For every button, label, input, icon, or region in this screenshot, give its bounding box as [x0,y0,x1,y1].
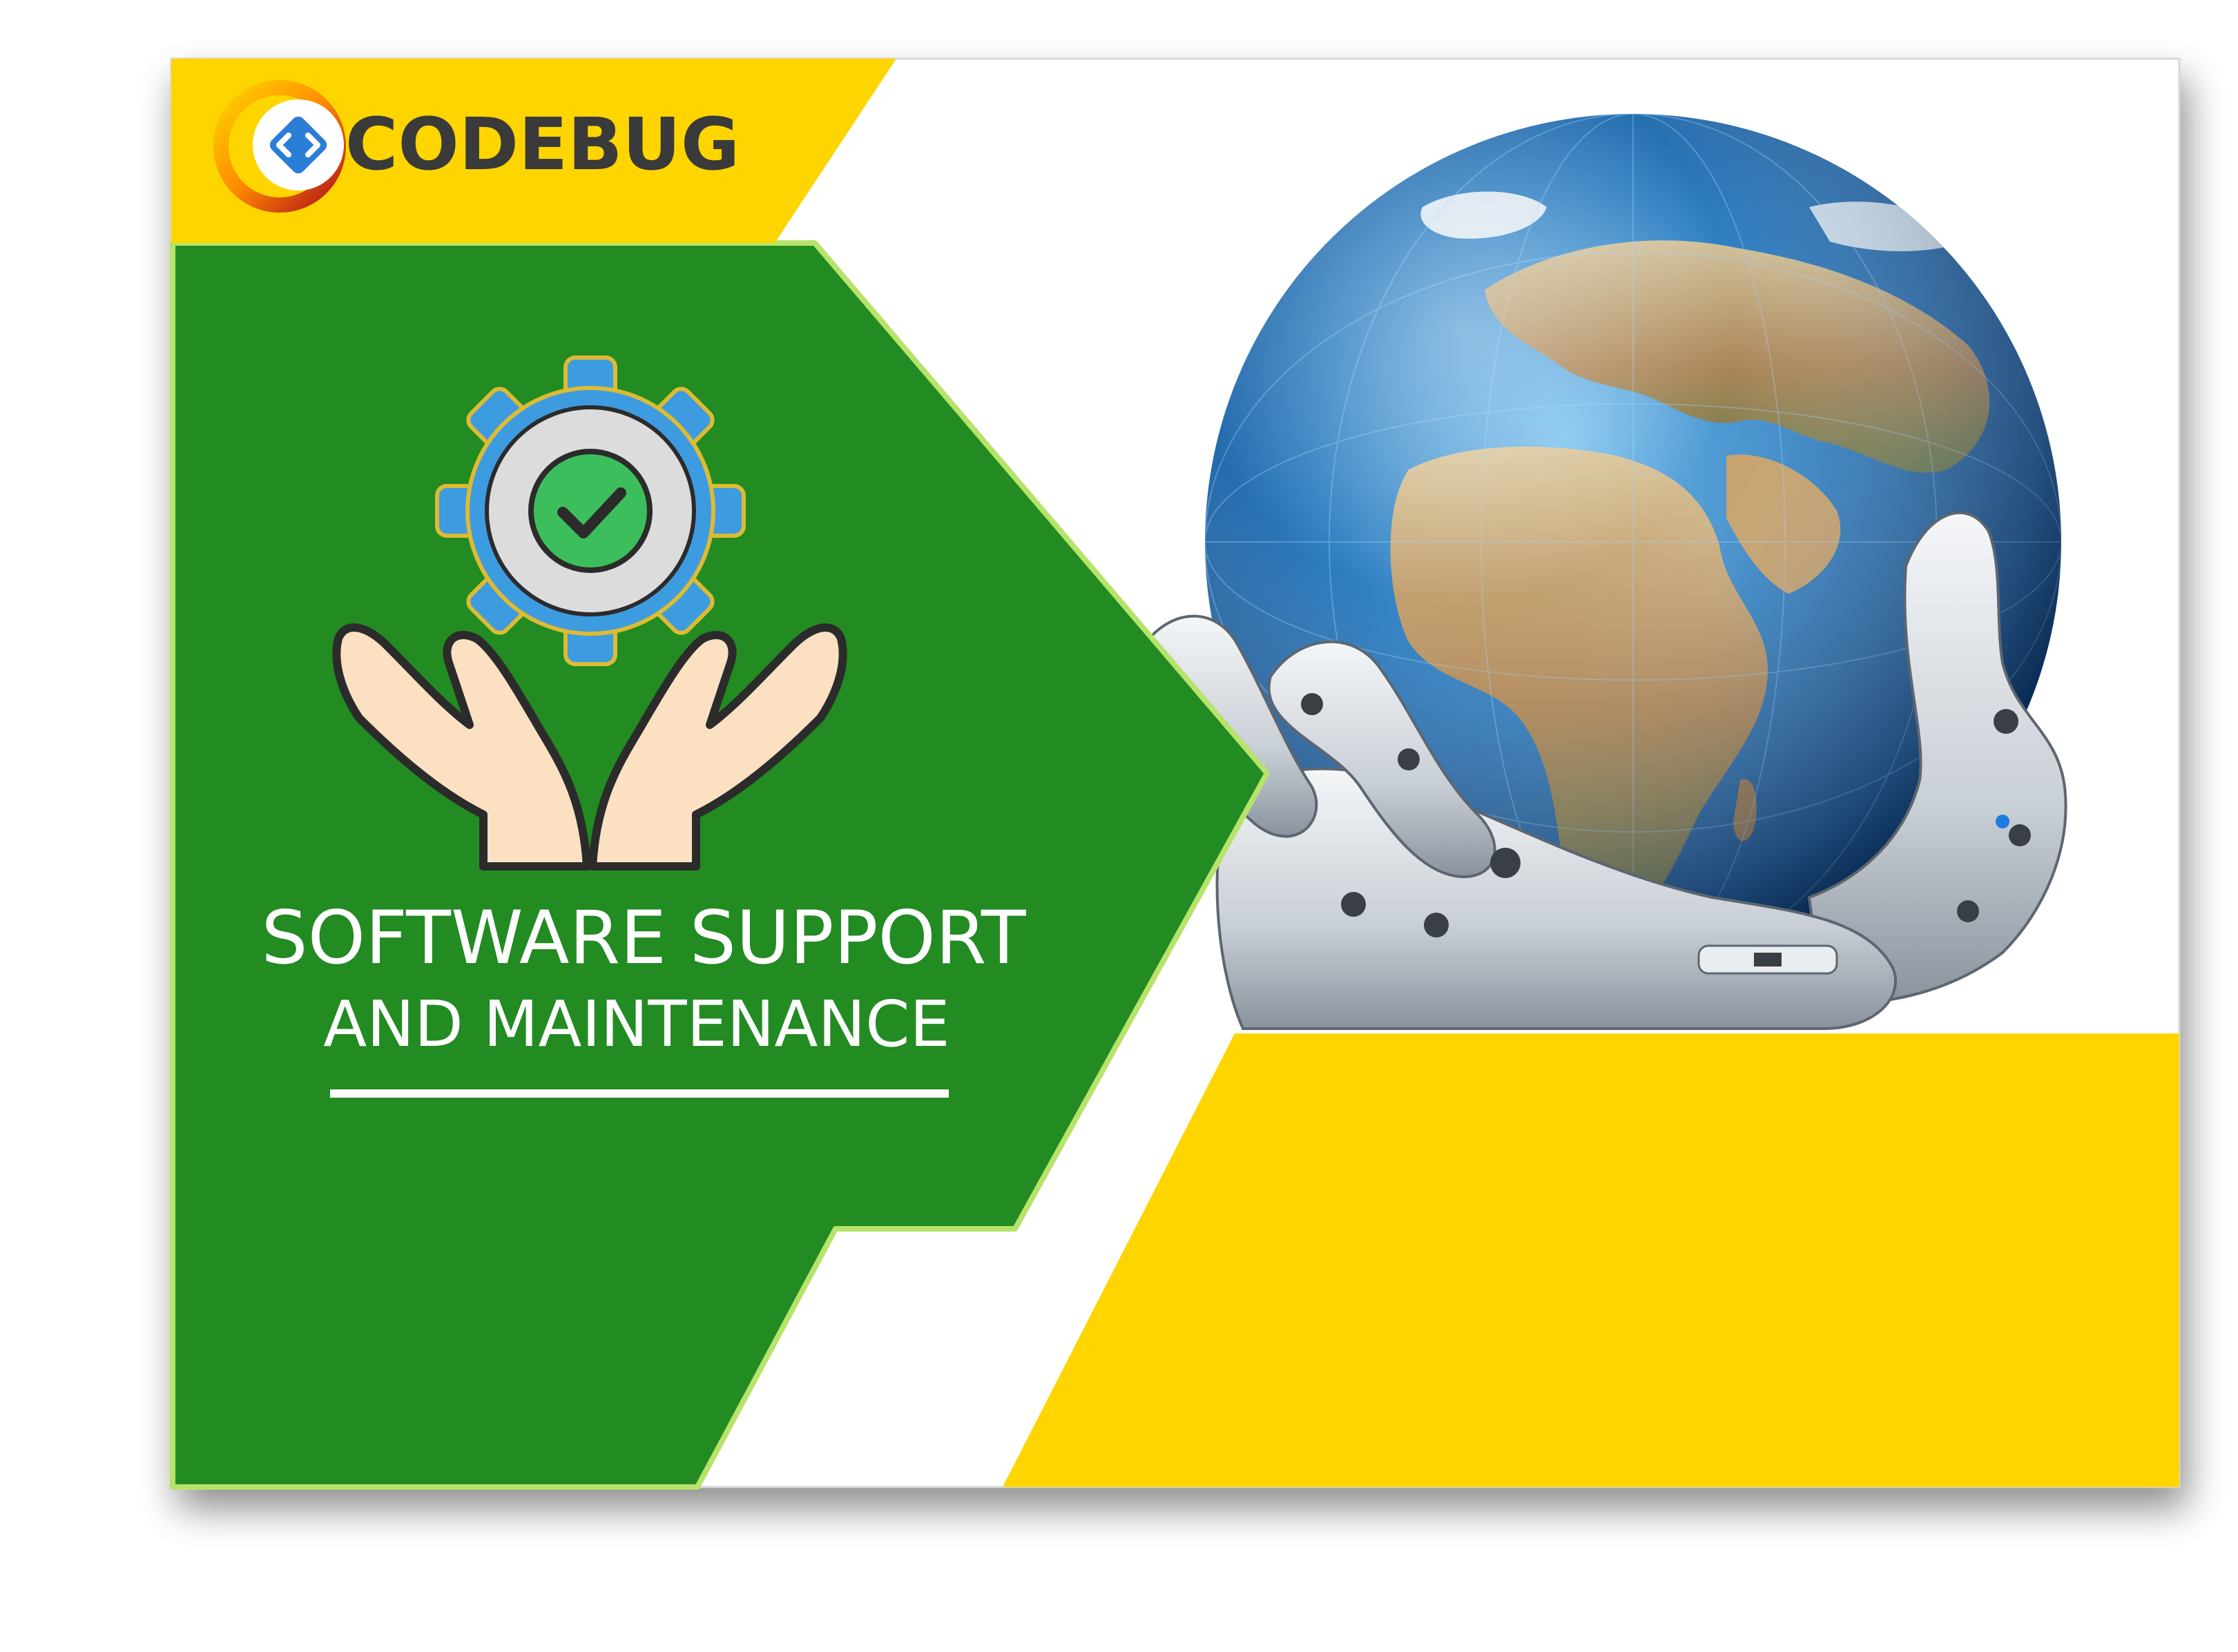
codebug-logo-icon [213,80,346,213]
headline-underline [330,1089,949,1098]
gear-check-in-hands-icon [332,356,847,871]
hero-globe-image [1141,114,2067,1030]
logo-banner [171,59,896,243]
headline-line-1: SOFTWARE SUPPORT [261,895,1027,980]
green-arrow-panel [170,240,1270,1490]
brand-name: CODEBUG [345,102,740,186]
headline-line-2: AND MAINTENANCE [323,987,949,1061]
yellow-accent-panel [1003,1033,2179,1487]
robot-hand-right [1807,511,2067,1004]
